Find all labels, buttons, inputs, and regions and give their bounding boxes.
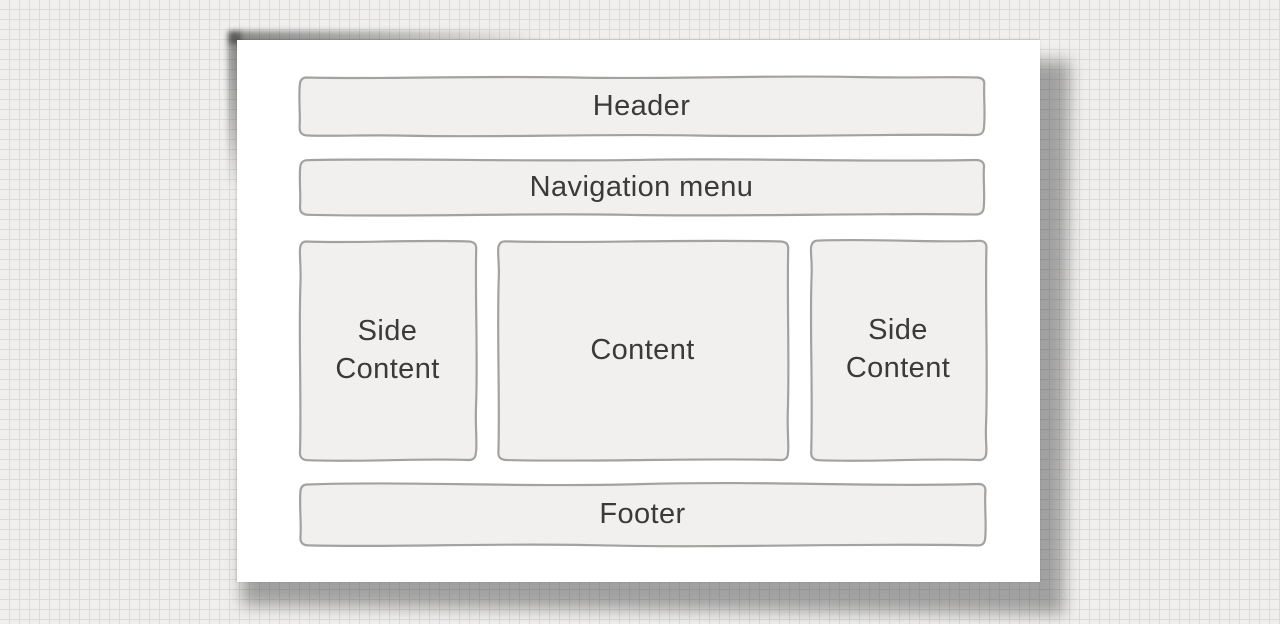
box-label-side-content-right: Side Content: [845, 314, 951, 384]
sketch-border: [298, 481, 987, 548]
sketch-border: [809, 238, 988, 462]
wireframe-box-side-content-left: Side Content: [295, 237, 480, 464]
wireframe-box-navigation: Navigation menu: [295, 156, 988, 219]
box-label-content: Content: [590, 333, 695, 366]
wireframe-box-footer: Footer: [295, 478, 990, 552]
box-label-navigation: Navigation menu: [529, 170, 754, 203]
sketch-border: [497, 239, 790, 462]
sketch-border: [298, 75, 986, 138]
wireframe-box-content: Content: [493, 237, 792, 464]
box-label-footer: Footer: [599, 498, 686, 531]
sketch-border: [298, 239, 478, 462]
box-label-header: Header: [592, 89, 691, 122]
sketch-border: [298, 158, 986, 217]
wireframe-box-header: Header: [295, 73, 988, 140]
wireframe-box-side-content-right: Side Content: [806, 236, 990, 464]
wireframe-paper: Header Navigation menu Side Content Cont…: [228, 31, 1070, 615]
paper-sheet: Header Navigation menu Side Content Cont…: [237, 40, 1040, 582]
box-label-side-content-left: Side Content: [335, 314, 440, 385]
